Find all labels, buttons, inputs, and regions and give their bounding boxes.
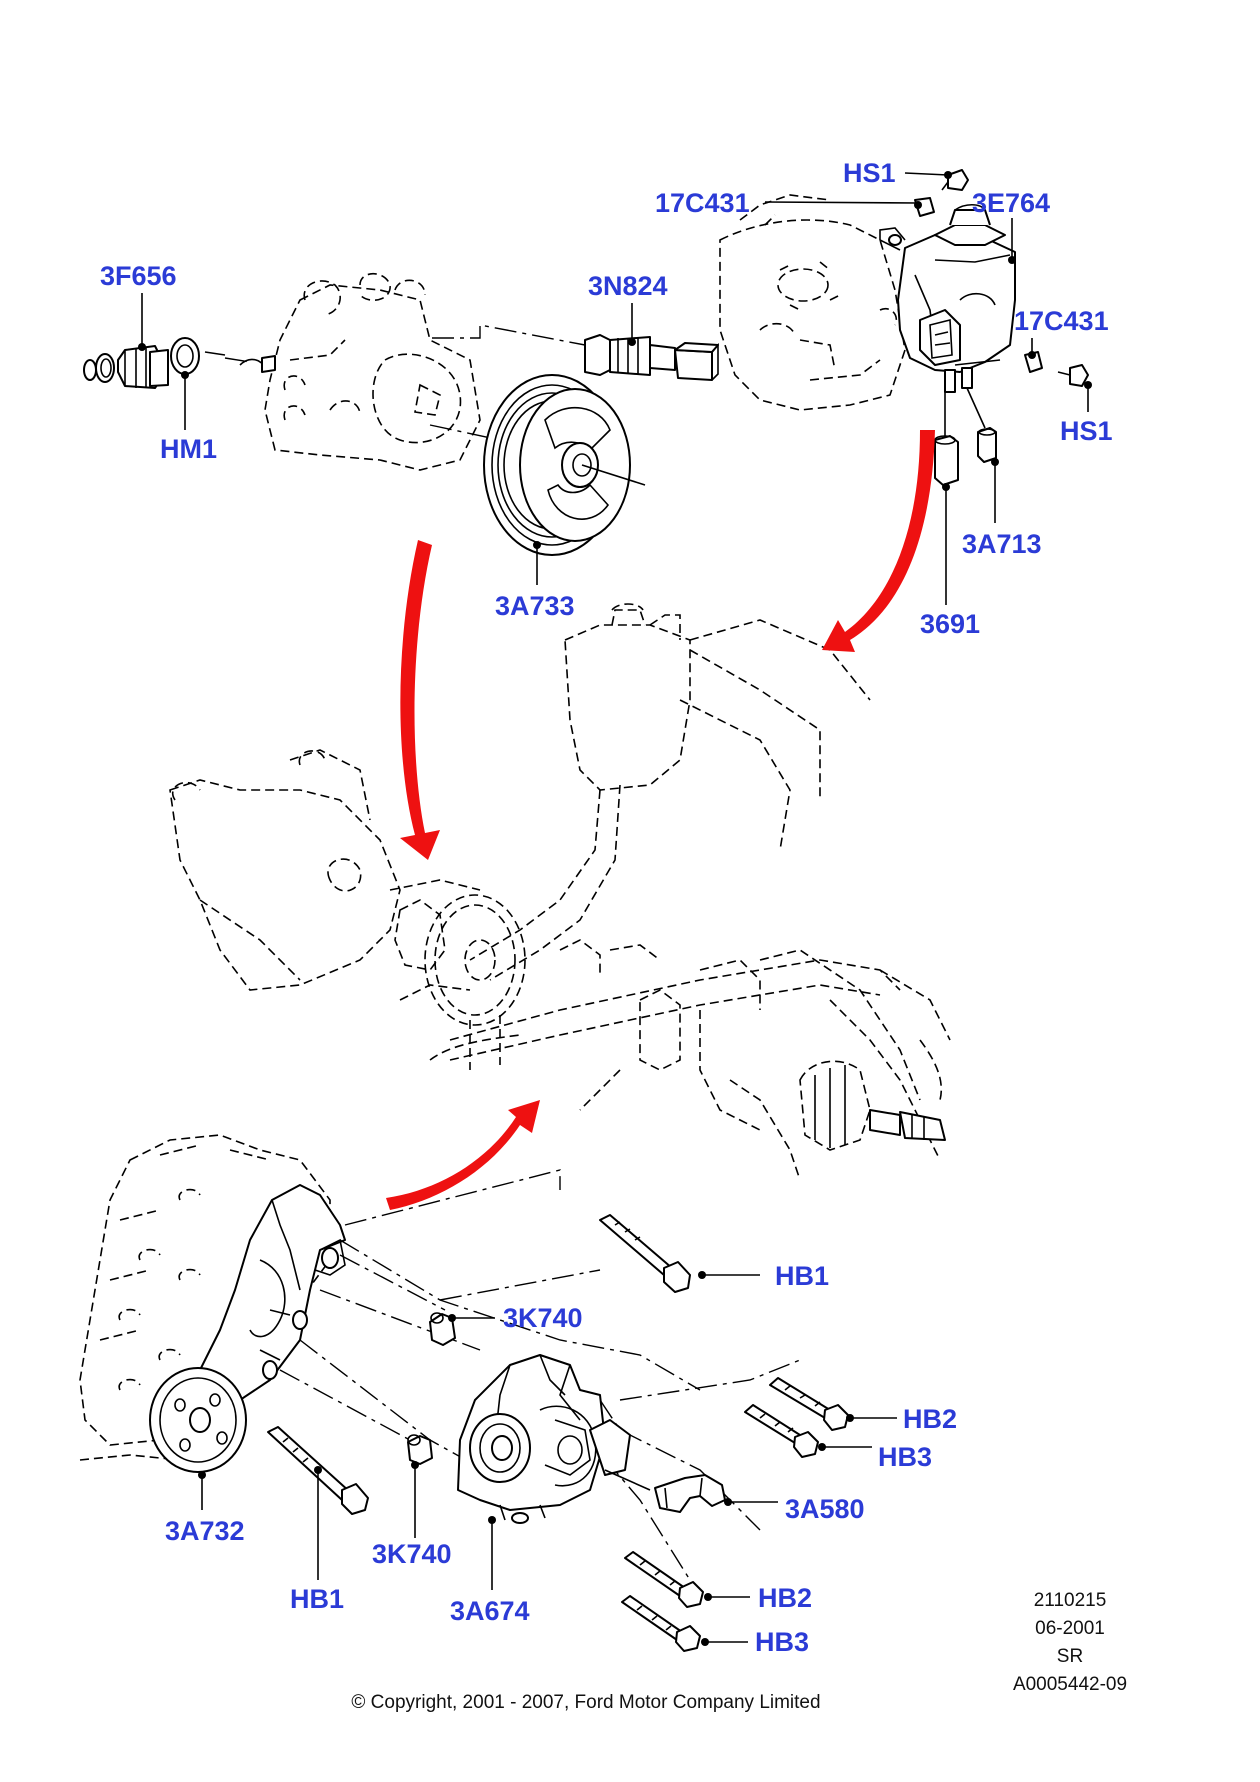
label-17c431-right: 17C431: [1014, 306, 1109, 336]
meta-date: 06-2001: [1035, 1618, 1105, 1639]
label-hs1-right: HS1: [1060, 416, 1113, 446]
label-17c431-top: 17C431: [655, 188, 750, 218]
label-hb3-top: HB3: [878, 1442, 932, 1472]
label-hb1-top: HB1: [775, 1261, 829, 1291]
label-hb2-bottom: HB2: [758, 1583, 812, 1613]
part-labels: HS1 17C431 3E764 3F656 3N824 17C431 HS1 …: [100, 158, 1113, 1657]
flow-arrows: [386, 430, 935, 1210]
label-hb2-top: HB2: [903, 1404, 957, 1434]
pump-assembly-top: [83, 272, 719, 556]
label-hb3-bottom: HB3: [755, 1627, 809, 1657]
diagram-meta: 2110215 06-2001 SR A0005442-09: [1013, 1590, 1127, 1695]
red-arrow-icon-1: [400, 540, 440, 860]
label-3a732: 3A732: [165, 1516, 245, 1546]
label-hs1-top: HS1: [843, 158, 896, 188]
label-hb1-bottom: HB1: [290, 1584, 344, 1614]
label-3n824: 3N824: [588, 271, 668, 301]
meta-diagram-number: 2110215: [1034, 1590, 1107, 1611]
reservoir-assembly: [719, 169, 1089, 486]
label-3f656: 3F656: [100, 261, 177, 291]
leader-lines: [138, 171, 1092, 1646]
pump-bracket-assembly: [79, 1134, 849, 1652]
label-3a733: 3A733: [495, 591, 575, 621]
meta-reference: A0005442-09: [1013, 1674, 1127, 1695]
red-arrow-icon-3: [386, 1100, 540, 1210]
label-3a713: 3A713: [962, 529, 1042, 559]
label-3a580: 3A580: [785, 1494, 865, 1524]
label-3a674: 3A674: [450, 1596, 530, 1626]
copyright-notice: © Copyright, 2001 - 2007, Ford Motor Com…: [351, 1692, 820, 1713]
label-hm1: HM1: [160, 434, 217, 464]
red-arrow-icon-2: [822, 430, 935, 652]
meta-code: SR: [1057, 1646, 1083, 1667]
label-3k740-bottom: 3K740: [372, 1539, 452, 1569]
assembled-vehicle-view: [169, 603, 951, 1181]
label-3691: 3691: [920, 609, 980, 639]
label-3e764: 3E764: [972, 188, 1050, 218]
label-3k740-top: 3K740: [503, 1303, 583, 1333]
